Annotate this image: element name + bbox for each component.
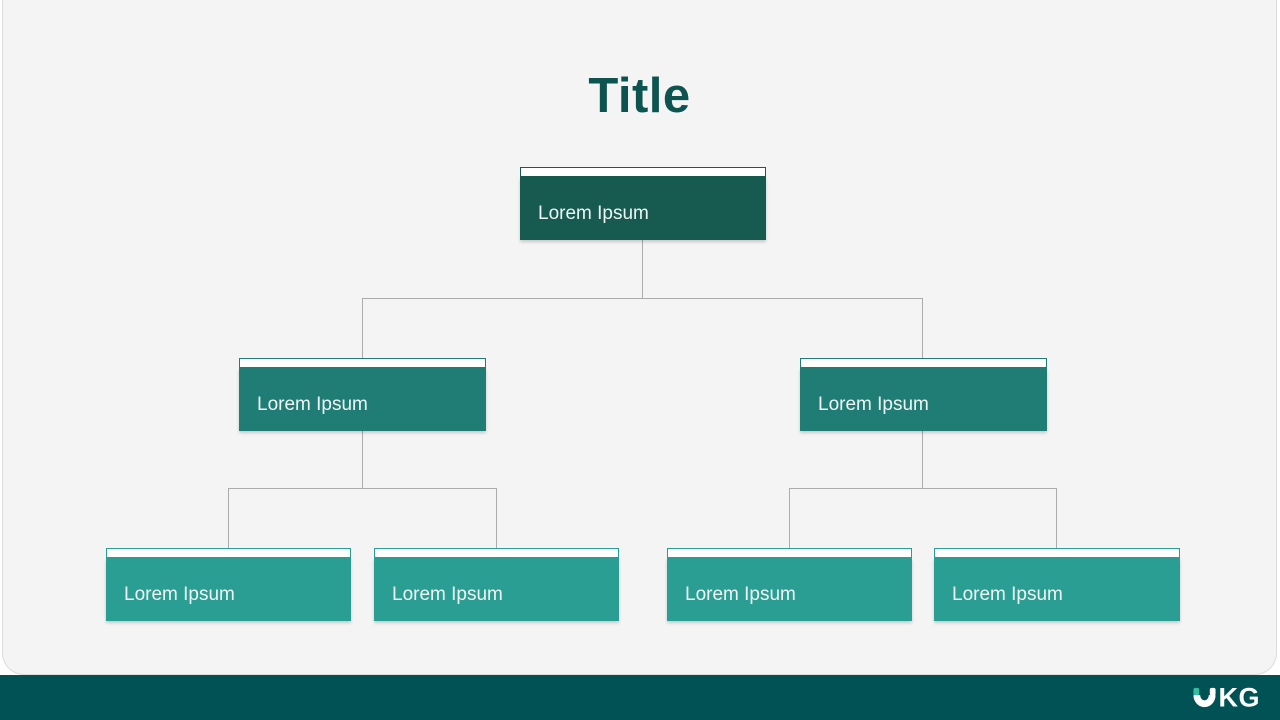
node-body: Lorem Ipsum <box>667 558 912 621</box>
connector-line <box>496 488 497 548</box>
connector-line <box>228 488 497 489</box>
node-body: Lorem Ipsum <box>106 558 351 621</box>
connector-line <box>922 298 923 358</box>
org-node-root: Lorem Ipsum <box>520 167 766 240</box>
node-body: Lorem Ipsum <box>520 177 766 240</box>
org-node-l2a: Lorem Ipsum <box>239 358 486 431</box>
ukg-logo-text: KG <box>1218 682 1260 712</box>
connector-line <box>362 430 363 488</box>
connector-line <box>922 430 923 488</box>
node-label: Lorem Ipsum <box>257 393 368 415</box>
node-body: Lorem Ipsum <box>239 368 486 431</box>
node-label: Lorem Ipsum <box>538 202 649 224</box>
node-header-band <box>374 548 619 558</box>
connector-line <box>1056 488 1057 548</box>
node-label: Lorem Ipsum <box>392 583 503 605</box>
connector-line <box>362 298 923 299</box>
node-label: Lorem Ipsum <box>818 393 929 415</box>
node-header-band <box>520 167 766 177</box>
footer-bar: KG <box>0 675 1280 720</box>
connector-line <box>789 488 1057 489</box>
ukg-u-smile-icon <box>1192 687 1216 708</box>
node-header-band <box>239 358 486 368</box>
node-header-band <box>800 358 1047 368</box>
org-node-l3a: Lorem Ipsum <box>106 548 351 621</box>
org-node-l3b: Lorem Ipsum <box>374 548 619 621</box>
connector-line <box>228 488 229 548</box>
org-node-l3c: Lorem Ipsum <box>667 548 912 621</box>
connector-line <box>642 240 643 298</box>
node-header-band <box>934 548 1180 558</box>
connector-line <box>362 298 363 358</box>
node-label: Lorem Ipsum <box>124 583 235 605</box>
node-body: Lorem Ipsum <box>374 558 619 621</box>
org-node-l2b: Lorem Ipsum <box>800 358 1047 431</box>
node-label: Lorem Ipsum <box>685 583 796 605</box>
node-header-band <box>106 548 351 558</box>
node-header-band <box>667 548 912 558</box>
node-label: Lorem Ipsum <box>952 583 1063 605</box>
ukg-logo: KG <box>1192 684 1261 711</box>
node-body: Lorem Ipsum <box>800 368 1047 431</box>
connector-line <box>789 488 790 548</box>
org-node-l3d: Lorem Ipsum <box>934 548 1180 621</box>
slide-canvas: Title Lorem Ipsum Lorem Ipsum Lorem Ipsu… <box>2 0 1277 675</box>
node-body: Lorem Ipsum <box>934 558 1180 621</box>
slide-title: Title <box>588 69 691 123</box>
